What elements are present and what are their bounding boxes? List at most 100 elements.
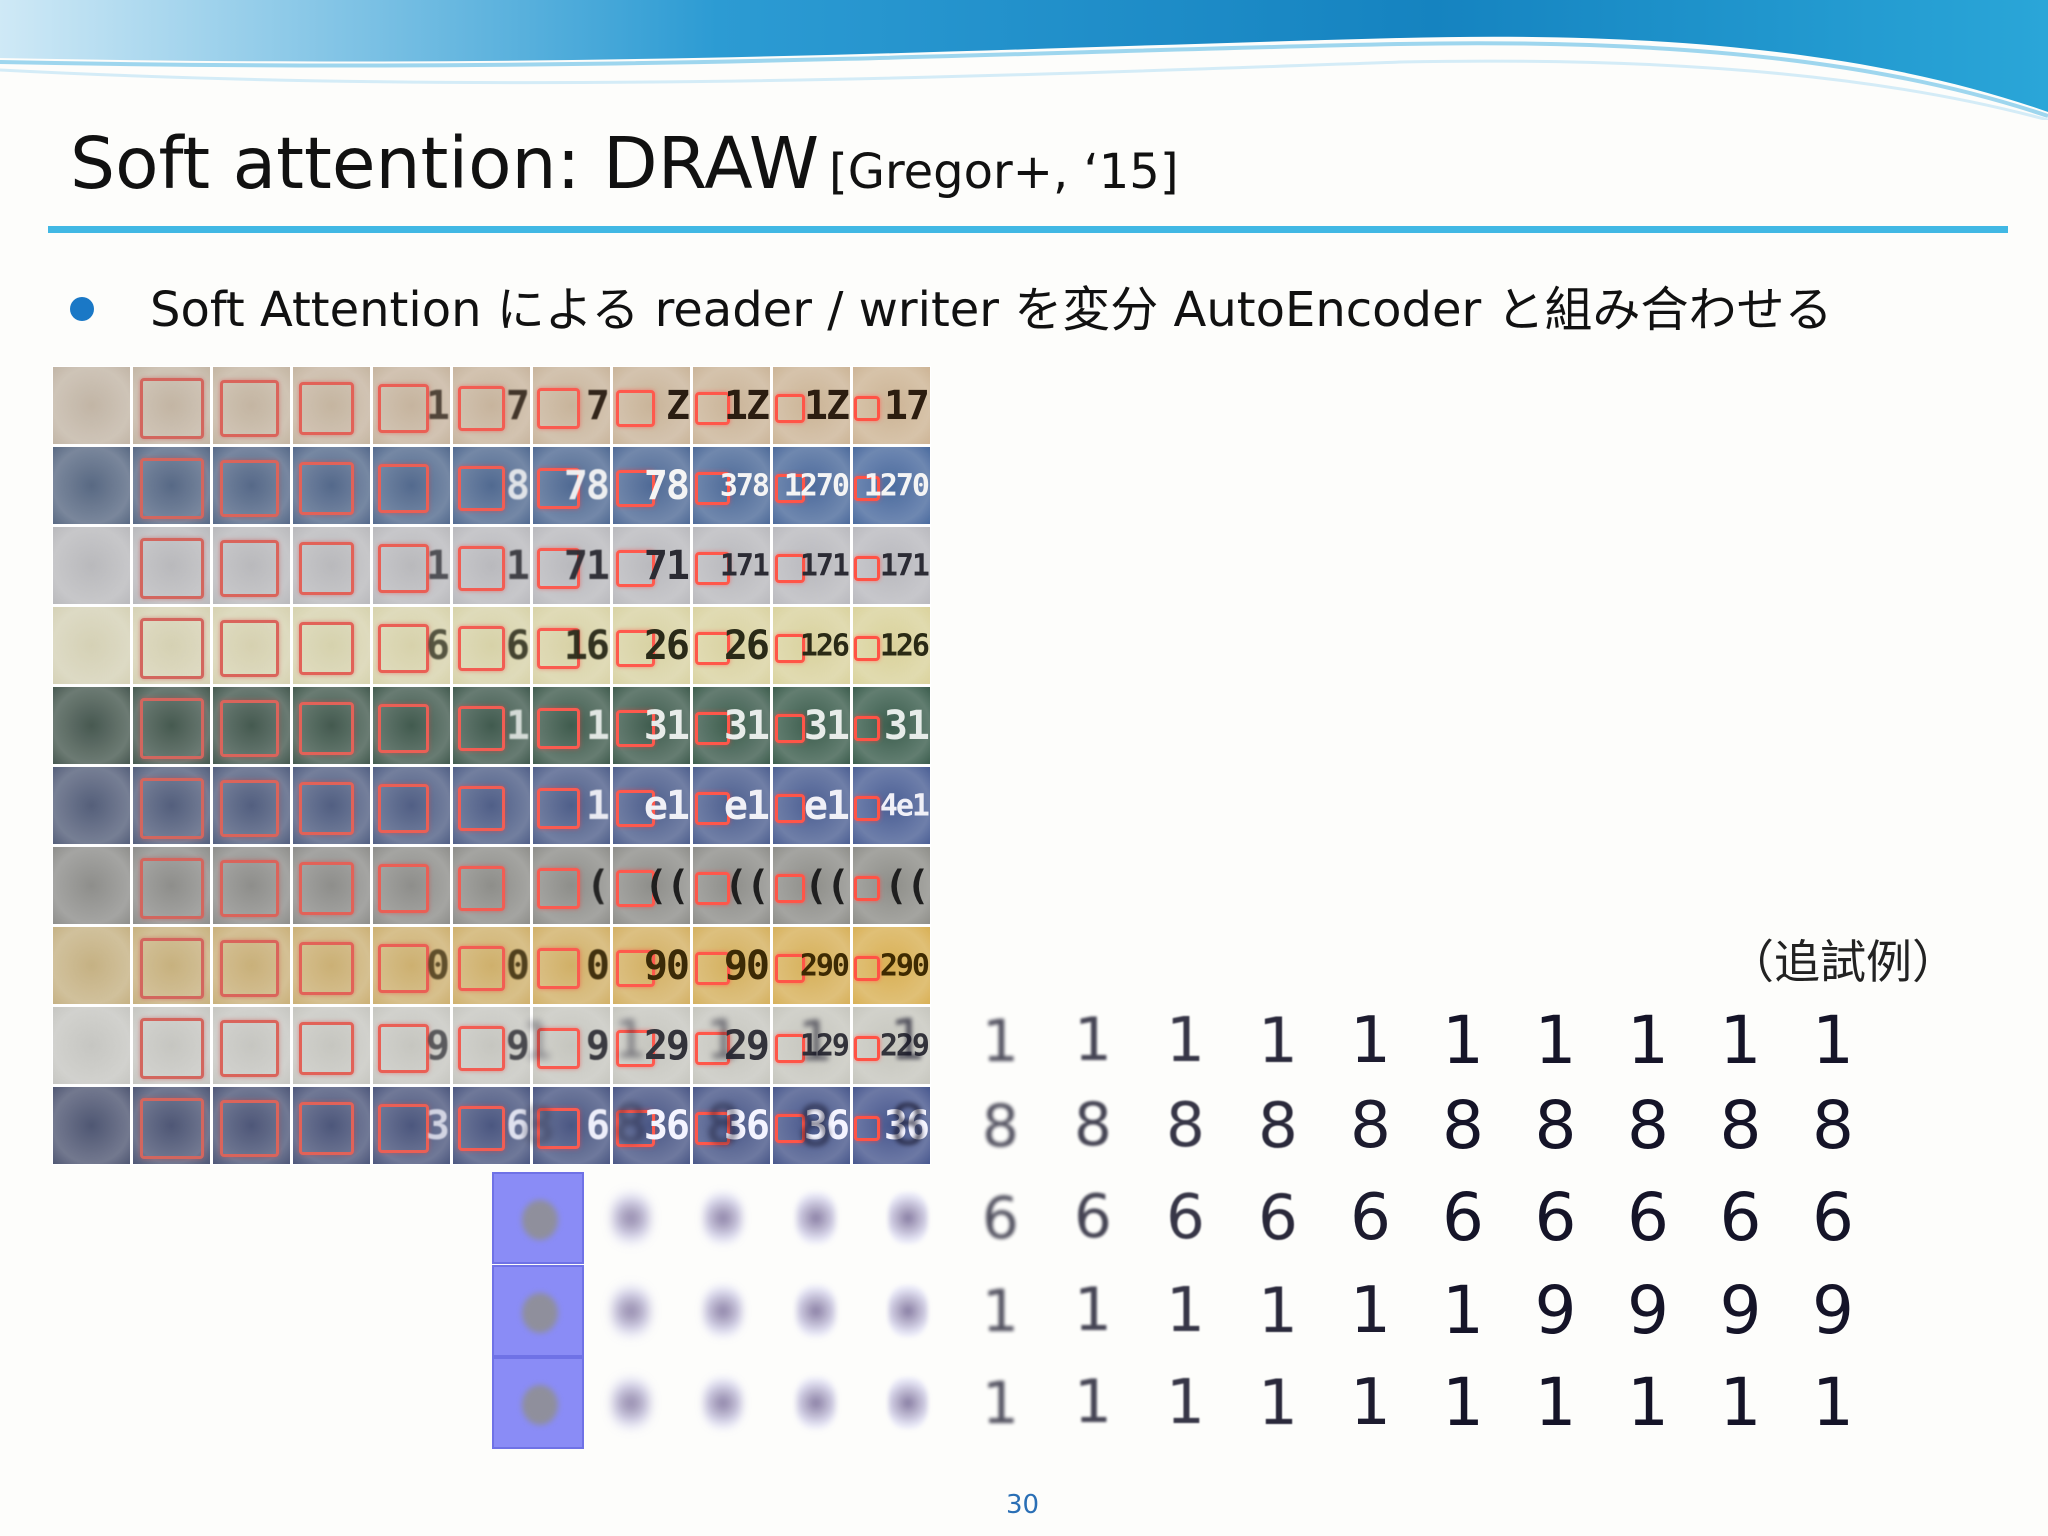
svhn-cell bbox=[133, 527, 210, 604]
svhn-digits: 126 bbox=[879, 628, 930, 663]
mnist-glyph: 1 bbox=[798, 1008, 833, 1073]
svhn-digits: 17 bbox=[883, 382, 930, 429]
glimpse-box bbox=[774, 874, 805, 903]
svhn-cell bbox=[53, 607, 130, 684]
svhn-cell: 9 bbox=[373, 1007, 450, 1084]
glimpse-box bbox=[140, 938, 205, 999]
mnist-glyph bbox=[862, 1265, 954, 1357]
glimpse-box bbox=[378, 1104, 430, 1153]
glimpse-box bbox=[378, 864, 430, 913]
svhn-cell: 171 bbox=[853, 527, 930, 604]
mnist-glyph bbox=[677, 1265, 769, 1357]
mnist-glyph: 8 bbox=[1166, 1090, 1205, 1162]
glimpse-box bbox=[854, 716, 880, 741]
blur-blob bbox=[795, 1192, 836, 1244]
glimpse-box bbox=[378, 624, 430, 673]
svhn-cell bbox=[53, 367, 130, 444]
svhn-digits: (( bbox=[643, 862, 690, 909]
glimpse-box bbox=[536, 708, 580, 749]
blur-blob bbox=[522, 1293, 558, 1333]
svhn-cell bbox=[213, 527, 290, 604]
mnist-glyph bbox=[770, 1357, 862, 1449]
svhn-digits: 36 bbox=[883, 1102, 930, 1149]
svhn-cell bbox=[293, 1087, 370, 1164]
svhn-cell bbox=[213, 367, 290, 444]
svhn-cell bbox=[213, 687, 290, 764]
svhn-cell bbox=[53, 1087, 130, 1164]
blur-blob bbox=[795, 1285, 836, 1337]
svhn-digits: 9 bbox=[425, 1022, 450, 1069]
glimpse-box bbox=[457, 946, 505, 991]
svhn-cell: 78 bbox=[533, 447, 610, 524]
svhn-digits: 3 bbox=[425, 1102, 450, 1149]
svhn-digits: 9 bbox=[505, 1022, 530, 1069]
mnist-glyph: 9 bbox=[1627, 1272, 1669, 1349]
svhn-cell: 1 bbox=[373, 527, 450, 604]
svhn-cell: (( bbox=[613, 847, 690, 924]
svhn-digits: 6 bbox=[505, 1102, 530, 1149]
mnist-glyph: 8 bbox=[614, 1095, 647, 1156]
glimpse-box bbox=[298, 862, 355, 915]
glimpse-box bbox=[378, 464, 430, 513]
glimpse-box bbox=[854, 796, 880, 821]
blur-blob bbox=[703, 1192, 743, 1244]
svhn-cell: 9 bbox=[453, 1007, 530, 1084]
blur-blob bbox=[610, 1285, 651, 1337]
svhn-digits: Z bbox=[665, 382, 690, 429]
svhn-cell bbox=[53, 527, 130, 604]
svhn-cell: 0 bbox=[373, 927, 450, 1004]
glimpse-box bbox=[457, 786, 505, 831]
glimpse-box bbox=[695, 1032, 730, 1065]
svhn-cell: 29 bbox=[613, 1007, 690, 1084]
svhn-digits: 90 bbox=[723, 942, 770, 989]
glimpse-box bbox=[378, 544, 430, 593]
svhn-cell bbox=[373, 847, 450, 924]
mnist-glyph bbox=[585, 1265, 677, 1357]
svhn-digits: 0 bbox=[505, 942, 530, 989]
svhn-cell: 6 bbox=[373, 607, 450, 684]
svhn-cell: 1Z bbox=[693, 367, 770, 444]
svhn-digits: 7 bbox=[585, 382, 610, 429]
svhn-cell bbox=[53, 1007, 130, 1084]
mnist-glyph: 1 bbox=[1719, 1364, 1762, 1441]
svhn-cell bbox=[293, 367, 370, 444]
svhn-cell: 1 bbox=[453, 687, 530, 764]
svhn-digits: 36 bbox=[723, 1102, 770, 1149]
svhn-digits: 78 bbox=[643, 462, 690, 509]
glimpse-box bbox=[219, 540, 280, 597]
glimpse-box bbox=[457, 626, 505, 671]
svhn-digits: 6 bbox=[585, 1102, 610, 1149]
svhn-cell: 78 bbox=[613, 447, 690, 524]
svhn-cell: 171 bbox=[773, 527, 850, 604]
mnist-glyph: 1 bbox=[1350, 1272, 1391, 1348]
svhn-cell: 31 bbox=[613, 687, 690, 764]
glimpse-box bbox=[219, 380, 280, 437]
mnist-glyph: 8 bbox=[1258, 1088, 1298, 1162]
svhn-cell: 1270 bbox=[853, 447, 930, 524]
glimpse-box bbox=[219, 1100, 280, 1157]
mnist-glyph: 8 bbox=[706, 1094, 740, 1157]
mnist-glyph: 8 bbox=[1442, 1087, 1484, 1164]
page-number: 30 bbox=[1006, 1490, 1040, 1520]
mnist-glyph: 6 bbox=[1627, 1179, 1669, 1256]
blur-blob bbox=[888, 1192, 928, 1244]
svhn-cell: 378 bbox=[693, 447, 770, 524]
svhn-cell bbox=[373, 687, 450, 764]
svhn-cell: 126 bbox=[773, 607, 850, 684]
svhn-cell bbox=[133, 1087, 210, 1164]
glimpse-box bbox=[140, 698, 205, 759]
mnist-glyph bbox=[677, 1357, 769, 1449]
svhn-cell: 36 bbox=[613, 1087, 690, 1164]
glimpse-box bbox=[616, 950, 655, 987]
glimpse-box bbox=[378, 944, 430, 993]
glimpse-box bbox=[536, 468, 580, 509]
svhn-cell bbox=[213, 607, 290, 684]
glimpse-box bbox=[695, 392, 730, 425]
mnist-glyph: 1 bbox=[1627, 1002, 1669, 1079]
mnist-glyph: 8 bbox=[890, 1092, 926, 1158]
glimpse-box bbox=[140, 1098, 205, 1159]
svhn-cell: e1 bbox=[613, 767, 690, 844]
glimpse-box bbox=[616, 870, 655, 907]
